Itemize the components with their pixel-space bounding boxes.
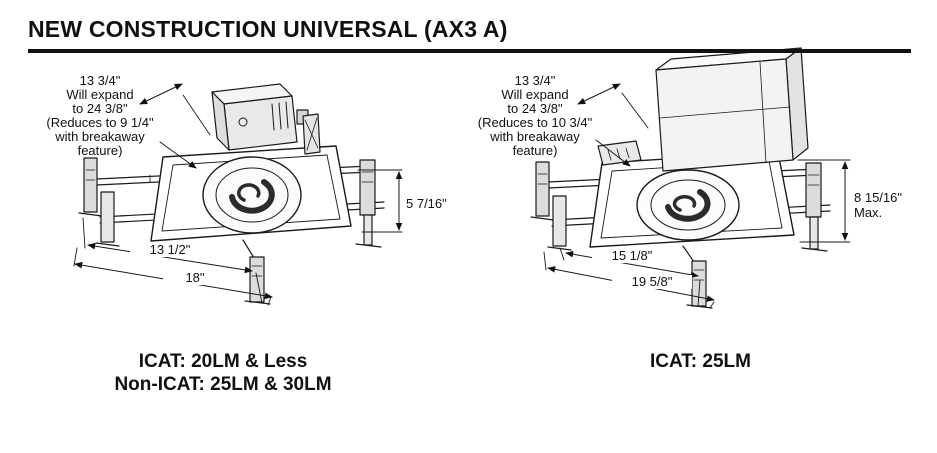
dim-label-frame-width-left: 13 1/2" bbox=[130, 243, 210, 257]
dim-label-overall-width-right: 19 5/8" bbox=[612, 275, 692, 289]
left-nail-plates bbox=[78, 157, 120, 247]
expand-note-right: 13 3/4" Will expand to 24 3/8" (Reduces … bbox=[467, 74, 603, 158]
page-title: NEW CONSTRUCTION UNIVERSAL (AX3 A) bbox=[28, 16, 508, 42]
expand-note-left: 13 3/4" Will expand to 24 3/8" (Reduces … bbox=[32, 74, 168, 158]
dim-label-height-left: 5 7/16" bbox=[406, 196, 447, 211]
note-line: (Reduces to 10 3/4" bbox=[477, 115, 593, 130]
note-line: Will expand bbox=[66, 87, 134, 102]
left-nail-plates bbox=[530, 161, 572, 251]
left-fixture-illustration bbox=[73, 83, 403, 306]
caption-line: ICAT: 20LM & Less bbox=[138, 351, 308, 372]
note-line: 13 3/4" bbox=[514, 73, 556, 88]
note-line: to 24 3/8" bbox=[507, 101, 563, 116]
vertical-bracket bbox=[302, 113, 321, 155]
note-line: feature) bbox=[512, 143, 558, 158]
pan-fittings bbox=[597, 140, 642, 166]
caption-line: Non-ICAT: 25LM & 30LM bbox=[114, 374, 332, 395]
title-rule bbox=[28, 49, 911, 53]
note-line: (Reduces to 9 1/4" bbox=[46, 115, 154, 130]
dim-label-height-right: 8 15/16" Max. bbox=[854, 190, 902, 220]
trim-ring bbox=[202, 156, 302, 234]
junction-box bbox=[211, 83, 309, 151]
note-line: with breakaway bbox=[490, 129, 580, 144]
caption-left: ICAT: 20LM & Less Non-ICAT: 25LM & 30LM bbox=[88, 350, 358, 396]
note-line: to 24 3/8" bbox=[72, 101, 128, 116]
dim-line: 8 15/16" bbox=[854, 190, 902, 205]
trim-ring bbox=[636, 169, 740, 241]
note-line: 13 3/4" bbox=[79, 73, 121, 88]
housing-can bbox=[655, 47, 809, 172]
right-nail-plate bbox=[355, 159, 382, 248]
dim-line: Max. bbox=[854, 205, 883, 220]
note-line: with breakaway bbox=[55, 129, 145, 144]
caption-right: ICAT: 25LM bbox=[598, 350, 803, 373]
left-dimension-lines bbox=[73, 83, 403, 306]
dim-label-overall-width-left: 18" bbox=[163, 271, 227, 285]
dim-label-frame-width-right: 15 1/8" bbox=[592, 249, 672, 263]
right-nail-plate bbox=[801, 162, 828, 252]
note-line: feature) bbox=[77, 143, 123, 158]
right-dimension-lines bbox=[543, 83, 851, 309]
caption-line: ICAT: 25LM bbox=[650, 351, 751, 372]
right-fixture-illustration bbox=[530, 47, 851, 309]
note-line: Will expand bbox=[501, 87, 569, 102]
